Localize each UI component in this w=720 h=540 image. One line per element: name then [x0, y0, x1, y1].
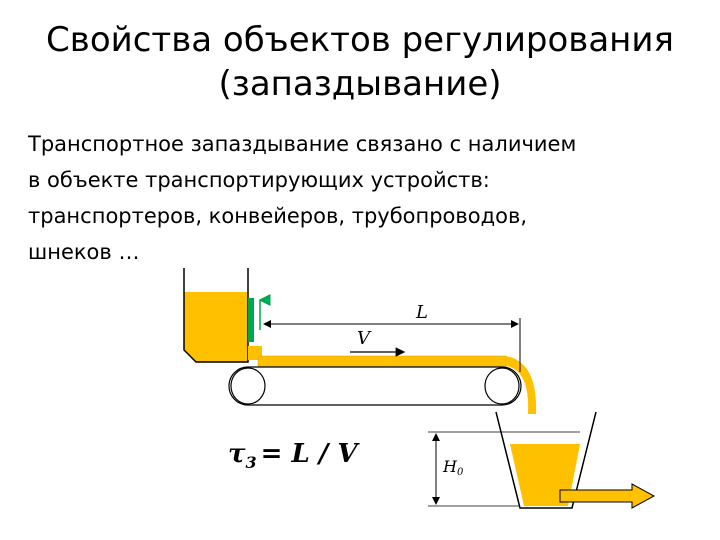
paragraph-line-3: транспортеров, конвейеров, трубопроводов… [28, 204, 528, 228]
paragraph-line-2: в объекте транспортирующих устройств: [28, 168, 490, 192]
title-line-1: Свойства объектов регулирования [46, 20, 674, 60]
slide-paragraph: Транспортное запаздывание связано с нали… [28, 126, 708, 270]
length-label: L [415, 302, 428, 323]
belt-right-end [501, 366, 522, 406]
gate [248, 298, 254, 342]
belt-material [257, 355, 507, 367]
left-roller [230, 367, 266, 405]
formula-tau: τ [228, 439, 246, 469]
slide-title: Свойства объектов регулирования (запазды… [20, 18, 700, 106]
height-label-sub: 0 [457, 467, 464, 478]
upper-hopper-fill [184, 292, 248, 362]
falling-material [506, 356, 537, 414]
paragraph-line-4: шнеков … [28, 240, 140, 264]
formula-rhs: = L / V [261, 439, 361, 469]
height-label-main: H [442, 457, 458, 476]
right-roller [484, 367, 520, 405]
belt-left-end [228, 366, 249, 406]
lower-vessel-wall [495, 411, 597, 509]
height-label: H0 [442, 457, 464, 478]
formula-subscript: 3 [246, 453, 257, 472]
delay-formula: τ3= L / V [228, 439, 360, 472]
velocity-label: V [357, 328, 372, 349]
outflow-arrow [559, 483, 656, 509]
paragraph-line-1: Транспортное запаздывание связано с нали… [28, 132, 577, 156]
title-line-2: (запаздывание) [218, 64, 502, 104]
